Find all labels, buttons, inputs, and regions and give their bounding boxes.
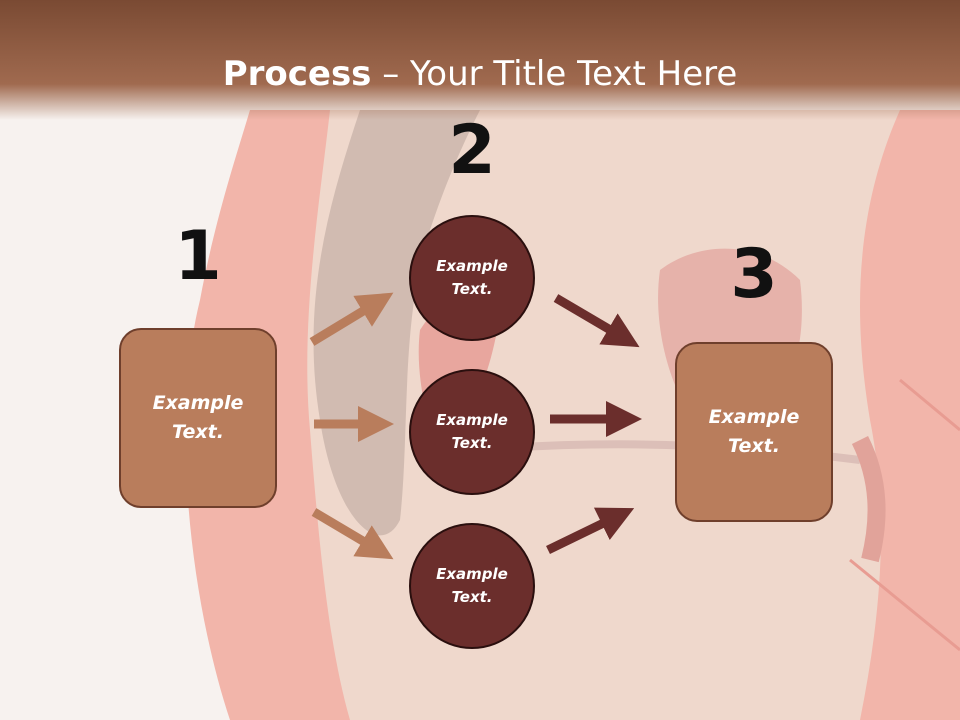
arrow-circle3-to-box3 — [546, 507, 635, 555]
slide-title[interactable]: Process – Your Title Text Here — [0, 52, 960, 96]
title-rest: – Your Title Text Here — [371, 54, 738, 94]
title-bar — [0, 0, 960, 120]
arrow-box1-to-circle3 — [311, 508, 394, 560]
title-bold: Process — [222, 54, 372, 94]
process-circle-3-line2: Text. — [451, 588, 493, 606]
step-box-3-line1: Example — [708, 406, 800, 428]
process-circle-1-line1: Example — [436, 257, 508, 275]
process-circle-3-line1: Example — [436, 565, 508, 583]
step-number-3: 3 — [730, 235, 778, 314]
process-circle-2-line2: Text. — [451, 434, 493, 452]
step-number-2: 2 — [448, 111, 496, 190]
step-box-1-line2: Text. — [172, 421, 224, 443]
step-box-3-line2: Text. — [728, 435, 780, 457]
process-circle-2-line1: Example — [436, 411, 508, 429]
step-box-1-line1: Example — [152, 392, 244, 414]
arrow-circle1-to-box3 — [553, 294, 640, 348]
process-circle-1-line2: Text. — [451, 280, 493, 298]
step-number-1: 1 — [174, 217, 222, 296]
arrow-box1-to-circle1 — [309, 292, 394, 346]
